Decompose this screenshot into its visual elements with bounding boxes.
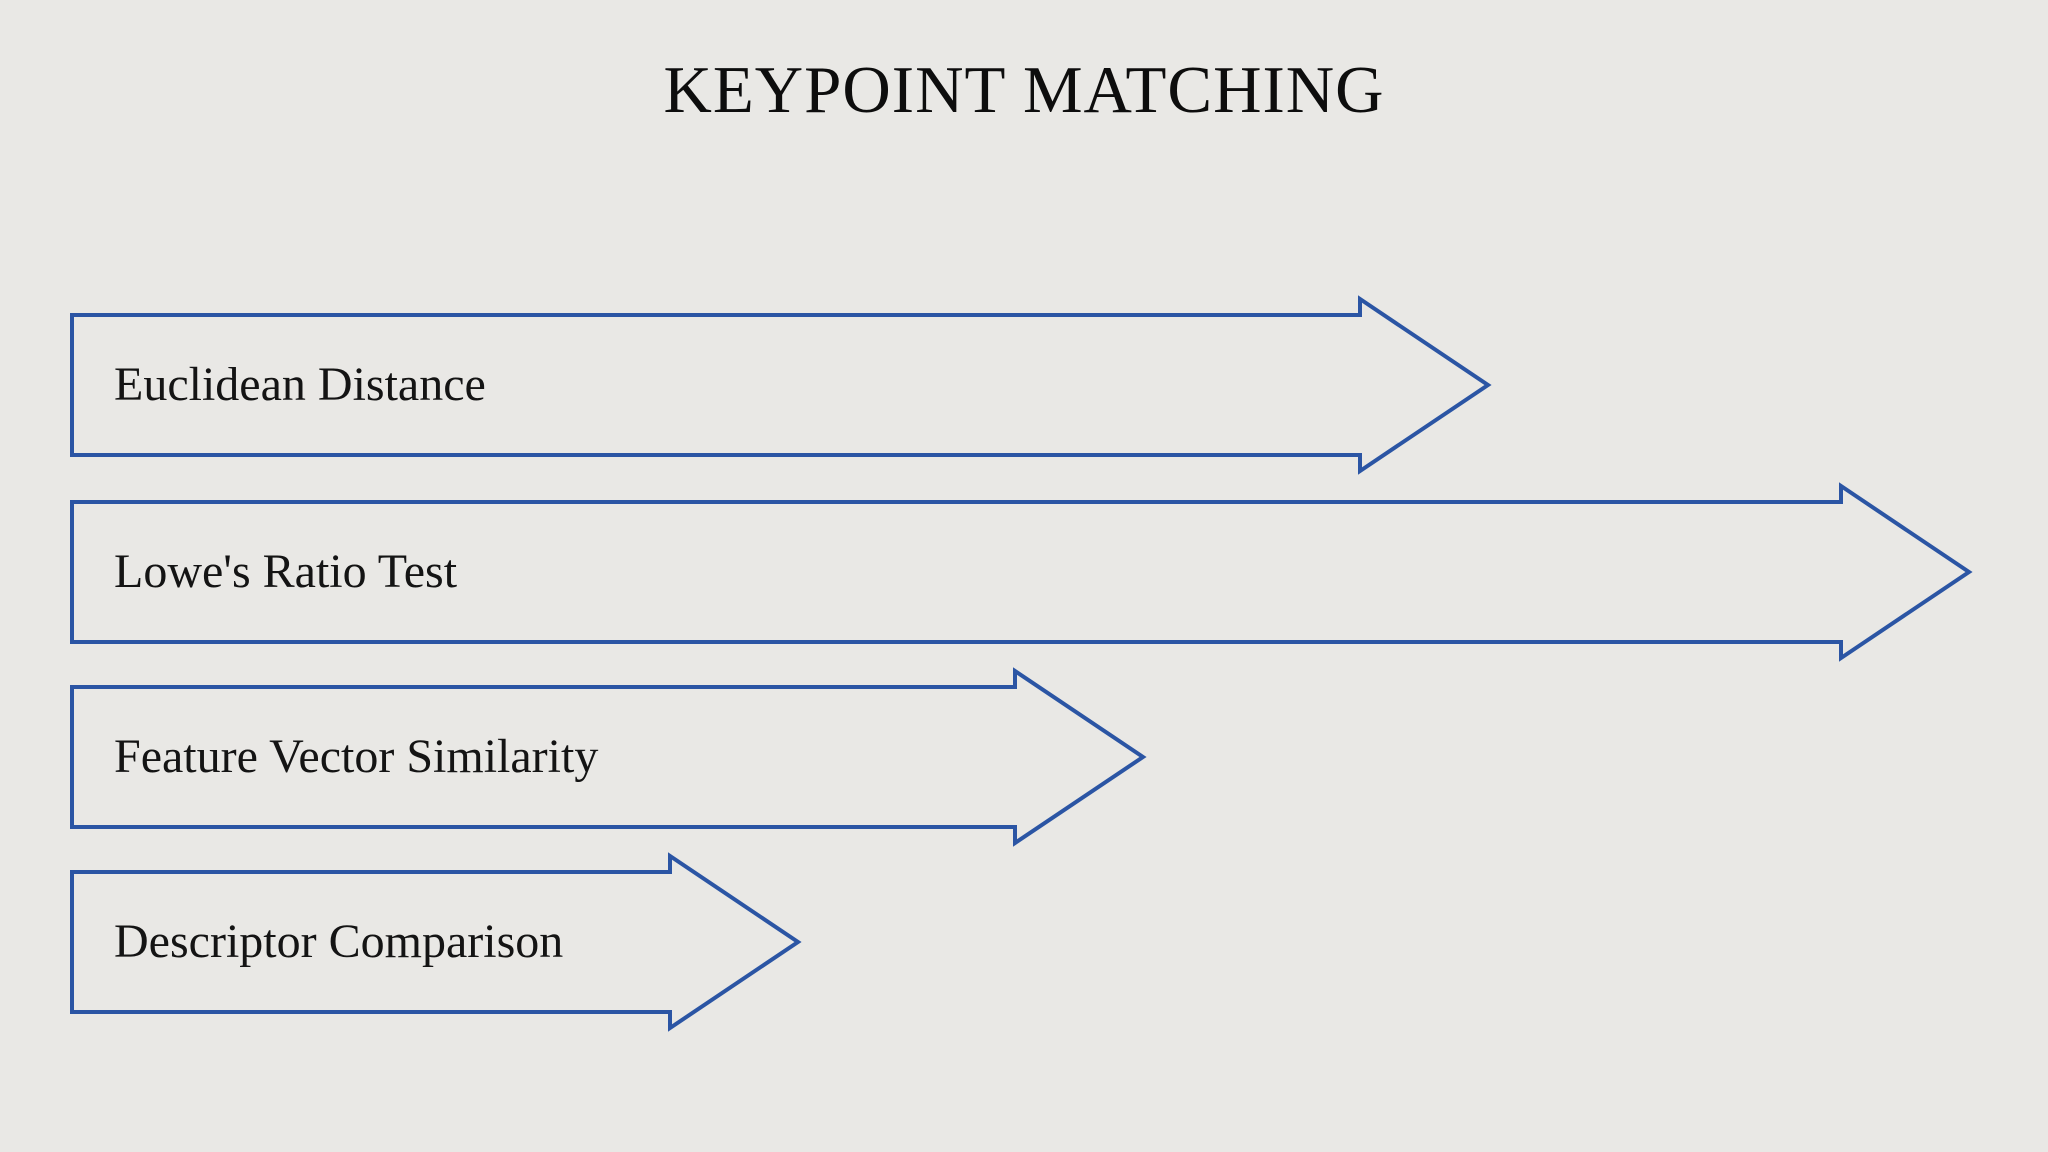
arrow-outline-shape bbox=[70, 852, 802, 1032]
arrow-label: Lowe's Ratio Test bbox=[114, 545, 458, 598]
process-arrow: Feature Vector Similarity bbox=[70, 667, 1147, 847]
arrow-outline-shape bbox=[70, 667, 1147, 847]
arrow-outline-shape bbox=[70, 482, 1973, 662]
diagram-title: KEYPOINT MATCHING bbox=[663, 53, 1385, 127]
arrow-label: Feature Vector Similarity bbox=[114, 730, 599, 783]
process-arrow: Descriptor Comparison bbox=[70, 852, 802, 1032]
arrow-label: Euclidean Distance bbox=[114, 358, 486, 411]
process-arrow: Lowe's Ratio Test bbox=[70, 482, 1973, 662]
process-arrow: Euclidean Distance bbox=[70, 295, 1492, 475]
arrow-outline-shape bbox=[70, 295, 1492, 475]
arrow-label: Descriptor Comparison bbox=[114, 915, 564, 968]
